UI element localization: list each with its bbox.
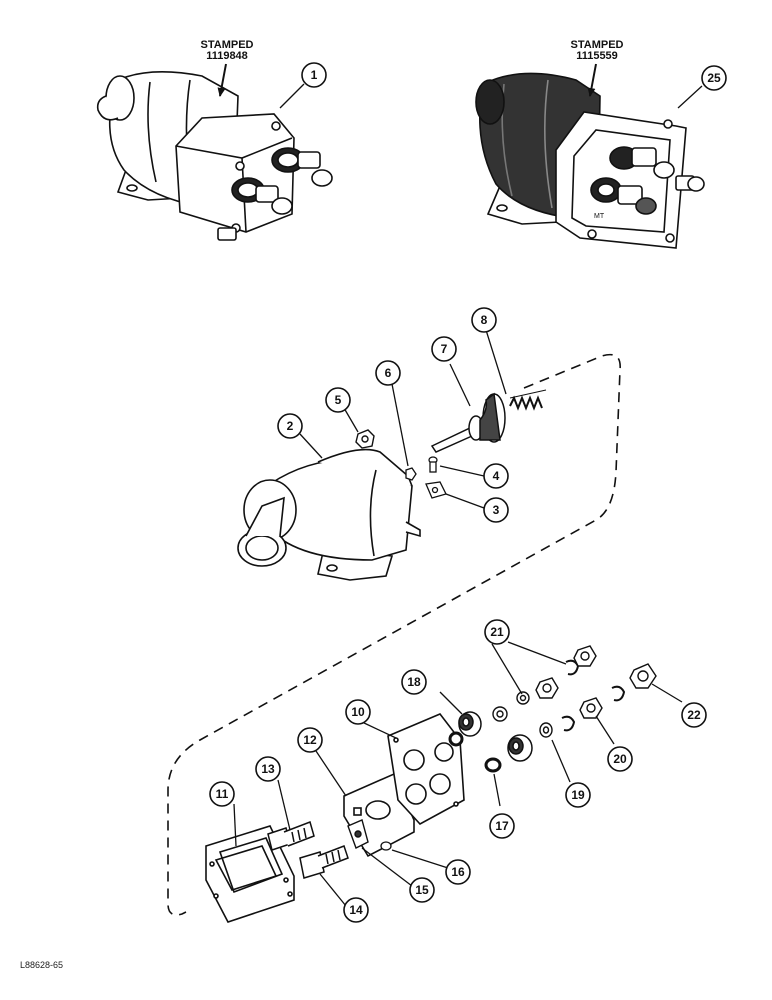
callout-20: 20 xyxy=(607,746,633,772)
callout-4: 4 xyxy=(483,463,509,489)
assembly-boundary xyxy=(167,353,621,916)
bolt-part-14 xyxy=(299,845,349,879)
callout-number: 6 xyxy=(385,366,392,380)
leader-lines xyxy=(233,83,703,907)
callout-number: 25 xyxy=(707,71,721,85)
solenoid-body xyxy=(237,448,421,581)
callout-number: 20 xyxy=(613,752,627,766)
callout-19: 19 xyxy=(565,782,591,808)
callout-5: 5 xyxy=(325,387,351,413)
callout-number: 2 xyxy=(287,419,294,433)
stamp-number: 1115559 xyxy=(576,50,618,62)
stamp-word: STAMPED xyxy=(570,39,624,51)
callout-2: 2 xyxy=(277,413,303,439)
callout-13: 13 xyxy=(255,756,281,782)
solenoid-assembly-left xyxy=(96,71,333,241)
svg-text:MT: MT xyxy=(594,213,605,220)
callout-1: 1 xyxy=(301,62,327,88)
screw-part-4 xyxy=(428,456,438,473)
callout-3: 3 xyxy=(483,497,509,523)
clip-part-3 xyxy=(425,481,447,499)
bushing-part-18 xyxy=(458,711,482,737)
callout-12: 12 xyxy=(297,727,323,753)
callout-number: 16 xyxy=(451,865,465,879)
bolt-part-13 xyxy=(267,821,315,851)
callout-number: 11 xyxy=(216,787,229,801)
callout-22: 22 xyxy=(681,702,707,728)
hardware-row xyxy=(492,645,657,738)
callout-10: 10 xyxy=(345,699,371,725)
callout-number: 5 xyxy=(335,393,342,407)
washer-small xyxy=(448,731,464,747)
clip-part-6 xyxy=(405,467,417,481)
callout-number: 4 xyxy=(493,469,500,483)
callout-number: 12 xyxy=(303,733,317,747)
stamp-label-right: STAMPED 1115559 xyxy=(566,40,628,62)
nut-part-5 xyxy=(355,429,375,449)
callout-17: 17 xyxy=(489,813,515,839)
screw-part-16 xyxy=(380,841,392,851)
callout-number: 17 xyxy=(495,819,509,833)
washer-part-17 xyxy=(484,757,502,773)
callout-18: 18 xyxy=(401,669,427,695)
callout-number: 15 xyxy=(415,883,429,897)
callout-number: 14 xyxy=(349,903,363,917)
spring-part-8 xyxy=(509,389,547,411)
clip-part-15 xyxy=(347,819,369,849)
stamp-label-left: STAMPED 1119848 xyxy=(196,40,258,62)
drawing-code: L88628-65 xyxy=(20,960,64,970)
stamp-number: 1119848 xyxy=(206,50,248,62)
callouts: 1 25 2 3 4 5 6 7 8 10 11 12 13 14 15 16 … xyxy=(209,62,727,923)
callout-16: 16 xyxy=(445,859,471,885)
stamp-arrows xyxy=(217,63,597,97)
callout-25: 25 xyxy=(701,65,727,91)
callout-number: 19 xyxy=(571,788,585,802)
callout-14: 14 xyxy=(343,897,369,923)
plunger-part-7 xyxy=(430,392,506,453)
callout-number: 8 xyxy=(481,313,488,327)
terminal-cover-part-10 xyxy=(387,713,465,826)
callout-7: 7 xyxy=(431,336,457,362)
callout-11: 11 xyxy=(209,781,235,807)
callout-number: 18 xyxy=(407,675,421,689)
callout-number: 13 xyxy=(261,762,275,776)
callout-21: 21 xyxy=(484,619,510,645)
callout-number: 21 xyxy=(490,625,504,639)
callout-6: 6 xyxy=(375,360,401,386)
callout-number: 10 xyxy=(351,705,365,719)
stamp-word: STAMPED xyxy=(200,39,254,51)
callout-15: 15 xyxy=(409,877,435,903)
callout-number: 7 xyxy=(441,342,448,356)
callout-8: 8 xyxy=(471,307,497,333)
solenoid-assembly-right: MT xyxy=(475,72,705,249)
callout-number: 22 xyxy=(687,708,701,722)
bushing-part-lower xyxy=(507,734,533,762)
callout-number: 1 xyxy=(311,68,318,82)
callout-number: 3 xyxy=(493,503,500,517)
